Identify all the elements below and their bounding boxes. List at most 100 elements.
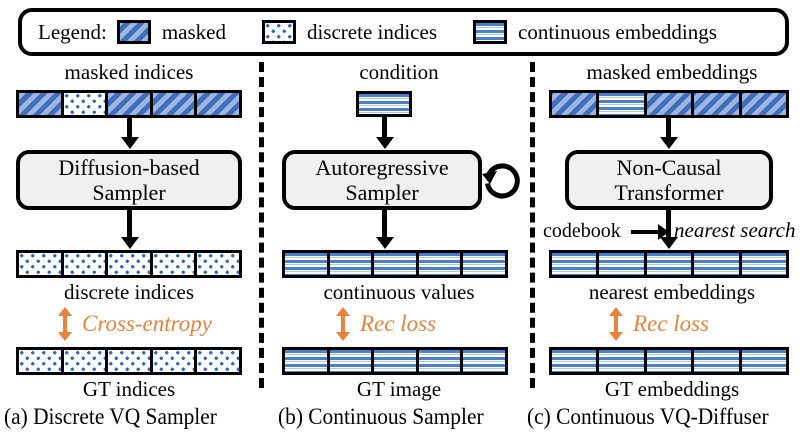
sampler-box-b: Autoregressive Sampler xyxy=(282,150,482,210)
panel-continuous-sampler: condition Autoregressive Sampler continu… xyxy=(274,60,524,401)
bar-cell-discrete xyxy=(108,253,153,275)
caption-a: (a) Discrete VQ Sampler xyxy=(4,404,217,429)
sampler-box-a-line2: Sampler xyxy=(92,180,166,205)
sampler-box-a-line1: Diffusion-based xyxy=(58,155,200,180)
bar-cell-continuous xyxy=(646,350,695,372)
input-label-c: masked embeddings xyxy=(586,60,758,84)
panel-discrete-vq-sampler: masked indices Diffusion-based Sampler d… xyxy=(6,60,252,401)
masked-swatch xyxy=(116,20,151,44)
bar-cell-masked xyxy=(19,93,64,115)
bar-cell-continuous xyxy=(646,253,695,275)
double-arrow-icon xyxy=(609,307,623,341)
legend-item-continuous-label: continuous embeddings xyxy=(518,19,717,44)
legend-title: Legend: xyxy=(38,19,107,44)
bar-cell-continuous xyxy=(285,253,330,275)
input-bar-c xyxy=(549,90,789,118)
output-label-a: discrete indices xyxy=(63,280,195,304)
double-arrow-icon xyxy=(336,307,350,341)
bar-cell-discrete xyxy=(152,350,198,372)
bar-cell-masked xyxy=(108,93,153,115)
input-label-a: masked indices xyxy=(64,60,194,84)
arrow-input-to-sampler-a xyxy=(127,118,132,138)
legend-panel: Legend: masked discrete indices continuo… xyxy=(18,8,789,56)
output-bar-c xyxy=(549,250,789,278)
bar-cell-continuous xyxy=(741,253,787,275)
transformer-box-c-line2: Transformer xyxy=(614,180,724,205)
bar-cell-discrete xyxy=(63,93,109,115)
bar-cell-masked xyxy=(694,93,742,115)
double-arrow-icon xyxy=(58,307,72,341)
bar-cell-continuous xyxy=(329,350,375,372)
loss-marker-c: Rec loss xyxy=(609,307,709,341)
bar-cell-continuous xyxy=(552,350,600,372)
bar-cell-continuous xyxy=(599,93,647,115)
input-label-b: condition xyxy=(359,60,439,84)
bar-cell-masked xyxy=(741,93,787,115)
bar-cell-discrete xyxy=(197,350,239,372)
sampler-box-b-line1: Autoregressive xyxy=(315,155,449,180)
condition-cell-b xyxy=(356,91,412,117)
loss-label-b: Rec loss xyxy=(360,311,437,336)
loss-marker-b: Rec loss xyxy=(336,307,436,341)
gt-label-a: GT indices xyxy=(82,377,176,401)
bar-cell-discrete xyxy=(63,350,109,372)
gt-bar-b xyxy=(282,347,508,375)
bar-cell-continuous xyxy=(374,253,419,275)
gt-bar-c xyxy=(549,347,789,375)
gt-bar-a xyxy=(16,347,242,375)
bar-cell-masked xyxy=(152,93,198,115)
output-bar-b xyxy=(282,250,508,278)
bar-cell-discrete xyxy=(108,350,153,372)
bar-cell-continuous xyxy=(599,350,647,372)
output-label-c: nearest embeddings xyxy=(588,280,756,304)
legend-item-masked-label: masked xyxy=(161,19,226,44)
transformer-box-c-line1: Non-Causal xyxy=(616,155,722,180)
output-label-b: continuous values xyxy=(323,280,475,304)
codebook-label-c: codebook xyxy=(543,220,621,242)
continuous-embeddings-swatch xyxy=(473,20,507,44)
arrow-condition-to-sampler-b xyxy=(382,117,387,138)
bar-cell-masked xyxy=(646,93,695,115)
bar-cell-discrete xyxy=(63,253,109,275)
bar-cell-discrete xyxy=(19,350,64,372)
gt-label-c: GT embeddings xyxy=(604,377,740,401)
panel-continuous-vq-diffuser: masked embeddings Non-Causal Transformer… xyxy=(543,60,801,401)
arrow-input-to-transformer-c xyxy=(666,118,671,138)
bar-cell-discrete xyxy=(19,253,64,275)
bar-cell-continuous xyxy=(741,350,787,372)
bar-cell-continuous xyxy=(285,350,330,372)
bar-cell-continuous xyxy=(418,253,464,275)
self-loop-arrow-icon xyxy=(482,163,520,199)
bar-cell-continuous xyxy=(374,350,419,372)
bar-cell-continuous xyxy=(694,253,742,275)
caption-c: (c) Continuous VQ-Diffuser xyxy=(527,404,769,429)
loss-marker-a: Cross-entropy xyxy=(58,307,212,341)
bar-cell-masked xyxy=(552,93,600,115)
bar-cell-continuous xyxy=(329,253,375,275)
input-bar-a xyxy=(16,90,242,118)
bar-cell-discrete xyxy=(152,253,198,275)
loss-label-a: Cross-entropy xyxy=(82,311,212,336)
bar-cell-continuous xyxy=(418,350,464,372)
column-divider-2 xyxy=(530,62,535,388)
sampler-box-b-line2: Sampler xyxy=(345,180,419,205)
nearest-search-label-c: nearest search xyxy=(674,218,796,242)
arrow-sampler-to-output-a xyxy=(127,210,132,238)
transformer-box-c: Non-Causal Transformer xyxy=(565,150,773,210)
bar-cell-continuous xyxy=(599,253,647,275)
gt-label-b: GT image xyxy=(356,377,442,401)
bar-cell-continuous xyxy=(463,253,505,275)
legend-item-discrete-label: discrete indices xyxy=(306,19,437,44)
output-bar-a xyxy=(16,250,242,278)
column-divider-1 xyxy=(259,62,264,388)
caption-b: (b) Continuous Sampler xyxy=(278,404,484,429)
bar-cell-continuous xyxy=(463,350,505,372)
bar-cell-masked xyxy=(197,93,239,115)
bar-cell-continuous xyxy=(552,253,600,275)
arrow-sampler-to-output-b xyxy=(382,210,387,238)
discrete-indices-swatch xyxy=(261,20,296,44)
sampler-box-a: Diffusion-based Sampler xyxy=(16,150,242,210)
bar-cell-continuous xyxy=(694,350,742,372)
loss-label-c: Rec loss xyxy=(633,311,710,336)
arrow-codebook-to-output-c xyxy=(631,230,659,234)
